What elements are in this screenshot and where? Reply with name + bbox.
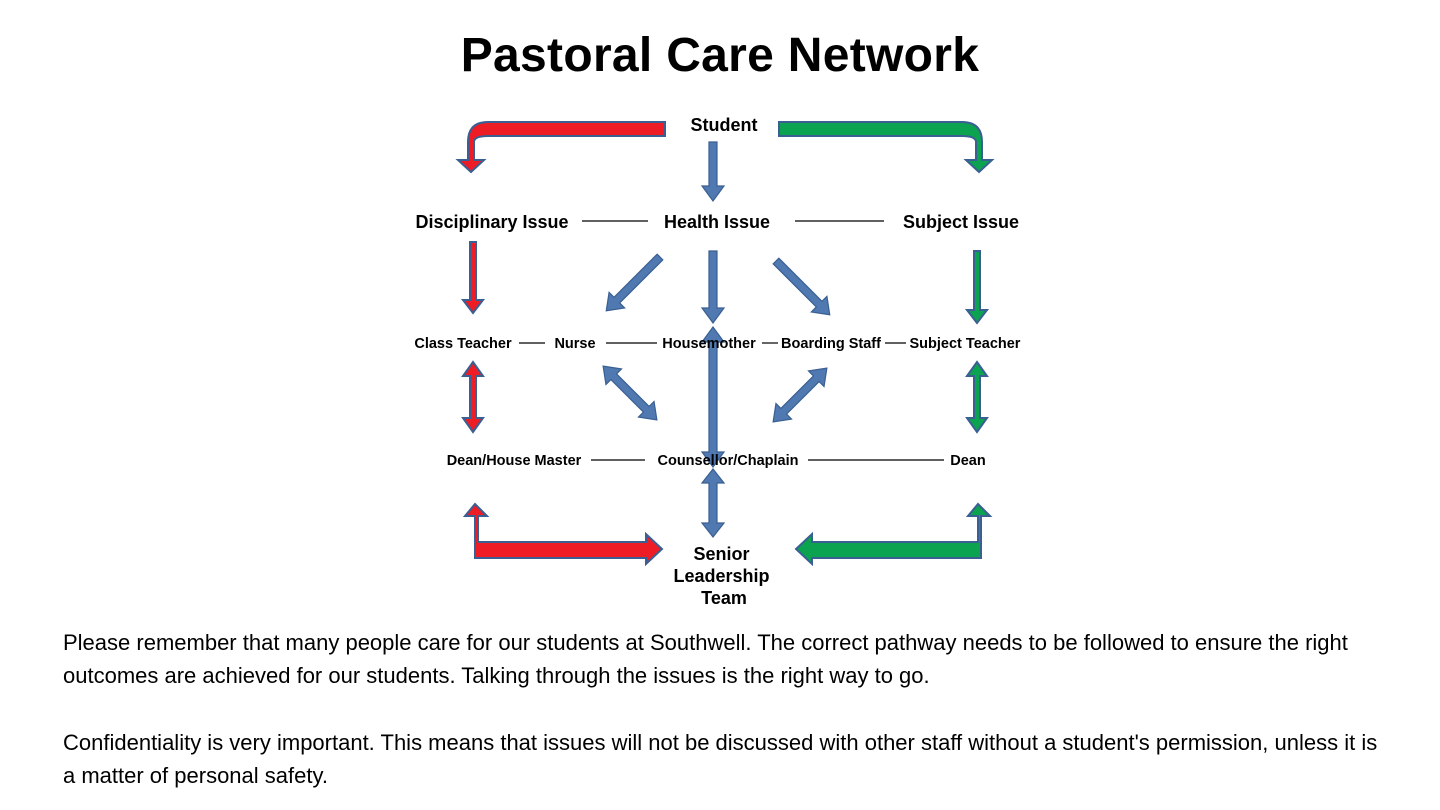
class-teacher-node: Class Teacher: [414, 336, 512, 352]
boarding-staff-counsellor-double-arrow: [772, 367, 828, 423]
slt-line-3: Team: [701, 588, 747, 608]
dean-house-master-to-slt-arrow: [462, 502, 664, 567]
disciplinary-to-class-teacher-arrow: [460, 241, 486, 315]
slt-line-2: Leadership: [673, 566, 769, 586]
nurse-counsellor-double-arrow: [602, 365, 658, 421]
nurse-node: Nurse: [554, 336, 595, 352]
counsellor-chaplain-node: Counsellor/Chaplain: [658, 453, 799, 469]
counsellor-slt-double-arrow: [700, 468, 726, 538]
health-to-boarding-staff-arrow: [772, 257, 831, 316]
class-teacher-dean-house-master-double-arrow: [461, 360, 485, 434]
student-node: Student: [691, 115, 758, 135]
disciplinary-issue-node: Disciplinary Issue: [415, 212, 568, 232]
health-issue-node: Health Issue: [664, 212, 770, 232]
housemother-node: Housemother: [662, 336, 756, 352]
housemother-counsellor-double-arrow: [700, 325, 726, 469]
confidentiality-paragraph: Confidentiality is very important. This …: [63, 730, 1378, 788]
health-to-nurse-arrow: [605, 253, 664, 312]
subject-teacher-node: Subject Teacher: [910, 336, 1021, 352]
page-title: Pastoral Care Network: [460, 29, 980, 82]
subject-issue-node: Subject Issue: [903, 212, 1019, 232]
care-pathway-paragraph: Please remember that many people care fo…: [63, 630, 1348, 688]
student-to-disciplinary-arrow: [455, 121, 666, 174]
pastoral-care-diagram: Student Disciplinary Issue Health Issue …: [414, 115, 1021, 608]
dean-node: Dean: [950, 453, 985, 469]
subject-teacher-dean-double-arrow: [965, 360, 989, 434]
subject-to-subject-teacher-arrow: [964, 250, 990, 325]
senior-leadership-team-node: Senior Leadership Team: [673, 544, 774, 608]
dean-to-slt-arrow: [794, 502, 993, 567]
student-to-subject-arrow: [778, 121, 995, 174]
dean-house-master-node: Dean/House Master: [447, 453, 582, 469]
slt-line-1: Senior: [693, 544, 749, 564]
boarding-staff-node: Boarding Staff: [781, 336, 881, 352]
health-to-housemother-arrow: [700, 250, 726, 325]
student-to-health-arrow: [700, 141, 726, 203]
